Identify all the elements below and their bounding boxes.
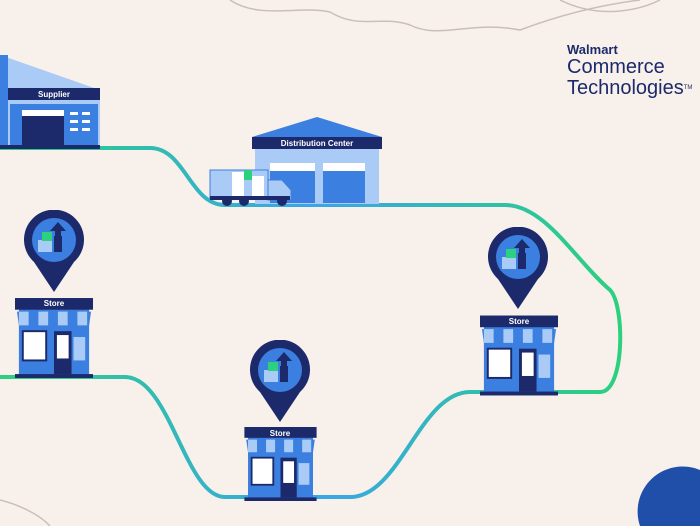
distribution-center-label: Distribution Center: [281, 139, 353, 148]
map-contour: [229, 0, 641, 32]
store-left: Store: [15, 210, 93, 379]
inventory-pin-icon: [24, 210, 84, 292]
inventory-pin-icon: [488, 227, 548, 309]
store-middle: Store: [243, 340, 318, 501]
store-label: Store: [270, 429, 291, 438]
supplier-label: Supplier: [38, 90, 70, 99]
logo-brand: Walmart: [567, 42, 618, 57]
delivery-truck: [209, 169, 292, 206]
walmart-commerce-technologies-logo: Walmart Commerce TechnologiesTM: [567, 42, 692, 99]
store-label: Store: [44, 299, 65, 308]
logo-trademark: TM: [683, 85, 693, 91]
decorative-circle: [637, 466, 700, 526]
store-label: Store: [509, 317, 530, 326]
delivery-route: [0, 146, 623, 499]
logo-line1: Commerce: [567, 56, 665, 78]
store-right: Store: [480, 227, 558, 396]
logo-line2: Technologies: [567, 77, 684, 99]
inventory-pin-icon: [250, 340, 310, 422]
supplier-warehouse: Supplier: [0, 55, 100, 149]
